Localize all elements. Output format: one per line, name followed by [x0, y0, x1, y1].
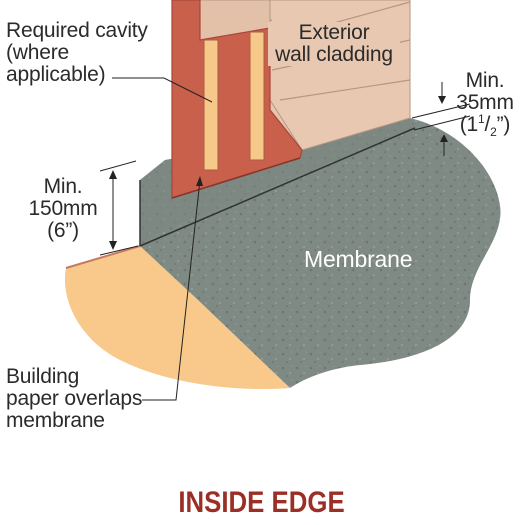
building-paper-line-1: Building	[6, 365, 80, 388]
min-150mm-line-2: 150mm	[28, 197, 98, 220]
cavity-strip-2	[249, 31, 265, 161]
fraction-slash: /	[484, 113, 491, 136]
dim35-arrow-top	[438, 96, 446, 104]
building-paper-line-3: membrane	[6, 409, 105, 432]
required-cavity-line-3: applicable)	[6, 63, 106, 86]
fraction-close: ”)	[496, 113, 511, 136]
min-150mm-line-1: Min.	[43, 175, 83, 198]
dim150-bottom-tick	[99, 245, 139, 256]
sand-edge-line	[65, 245, 141, 269]
slab-edge-line	[139, 127, 416, 247]
fraction-denominator: 2	[490, 125, 497, 140]
dim150-arrow-up	[109, 170, 117, 179]
building-paper-leader-line	[142, 179, 201, 401]
dim150-top-tick	[99, 160, 137, 172]
min-35mm-line-2: 35mm	[456, 91, 514, 114]
required-cavity-label: Required cavity (where applicable)	[6, 20, 148, 86]
cavity-leader-line	[112, 77, 213, 103]
slab-top-face	[140, 118, 415, 246]
building-paper-line-2: paper overlaps	[6, 387, 143, 410]
sand-fill	[64, 246, 290, 390]
min-35mm-line-1: Min.	[465, 69, 505, 92]
building-paper-label: Building paper overlaps membrane	[6, 366, 142, 432]
fraction-numerator: 1	[478, 112, 485, 126]
min-150mm-line-3: (6”)	[47, 219, 79, 242]
fraction-open: (1	[459, 113, 479, 136]
dim35-arrow-bottom	[440, 134, 448, 142]
dim35-bottom-tick	[413, 115, 471, 131]
exterior-cladding-line-2: wall cladding	[275, 43, 393, 66]
membrane-label: Membrane	[304, 246, 413, 272]
diagram-caption: INSIDE EDGE	[178, 486, 345, 519]
dim35-top-tick	[411, 103, 471, 119]
required-cavity-line-2: (where	[6, 41, 69, 64]
exterior-cladding-label: Exterior wall cladding	[268, 22, 400, 66]
min-35mm-line-3: (11/2”)	[452, 112, 518, 140]
building-paper-line	[171, 157, 301, 199]
required-cavity-line-1: Required cavity	[6, 19, 148, 42]
building-paper-arrowhead	[196, 176, 203, 186]
dim150-arrow-down	[109, 241, 117, 250]
cavity-strip-1	[203, 39, 219, 171]
min-150mm-label: Min. 150mm (6”)	[28, 176, 98, 242]
min-35mm-label: Min. 35mm (11/2”)	[452, 69, 518, 140]
exterior-cladding-line-1: Exterior	[298, 21, 370, 44]
